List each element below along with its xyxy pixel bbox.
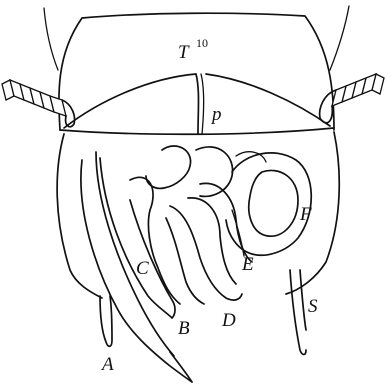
label-D: D [221,310,236,331]
label-tergite: T [178,42,190,63]
label-p: p [210,104,222,125]
left-top-seta [44,8,58,70]
label-F: F [299,204,312,225]
label-E: E [241,254,254,275]
left-basal-tube [100,296,112,346]
body-outline-left [57,134,102,298]
right-top-seta [330,6,349,70]
tergite-lower-edge [60,128,334,134]
upper-curl-right [196,147,233,196]
median-lobe-right [206,74,330,126]
median-lobe-left [64,74,199,134]
part-D-lobe [170,206,242,300]
left-segmented-appendage [2,80,75,127]
tergite-plate [59,13,334,130]
label-B: B [178,318,190,339]
part-F-inner-ring [249,170,298,236]
label-S: S [308,296,318,317]
upper-curl-left [146,146,191,188]
part-S-style [290,270,306,355]
label-C: C [136,258,149,279]
label-A: A [100,354,114,375]
right-segmented-appendage [320,74,384,123]
median-lobe-cleft [201,74,204,134]
body-outline-right [286,132,339,294]
label-tergite-sup: 10 [196,36,208,50]
